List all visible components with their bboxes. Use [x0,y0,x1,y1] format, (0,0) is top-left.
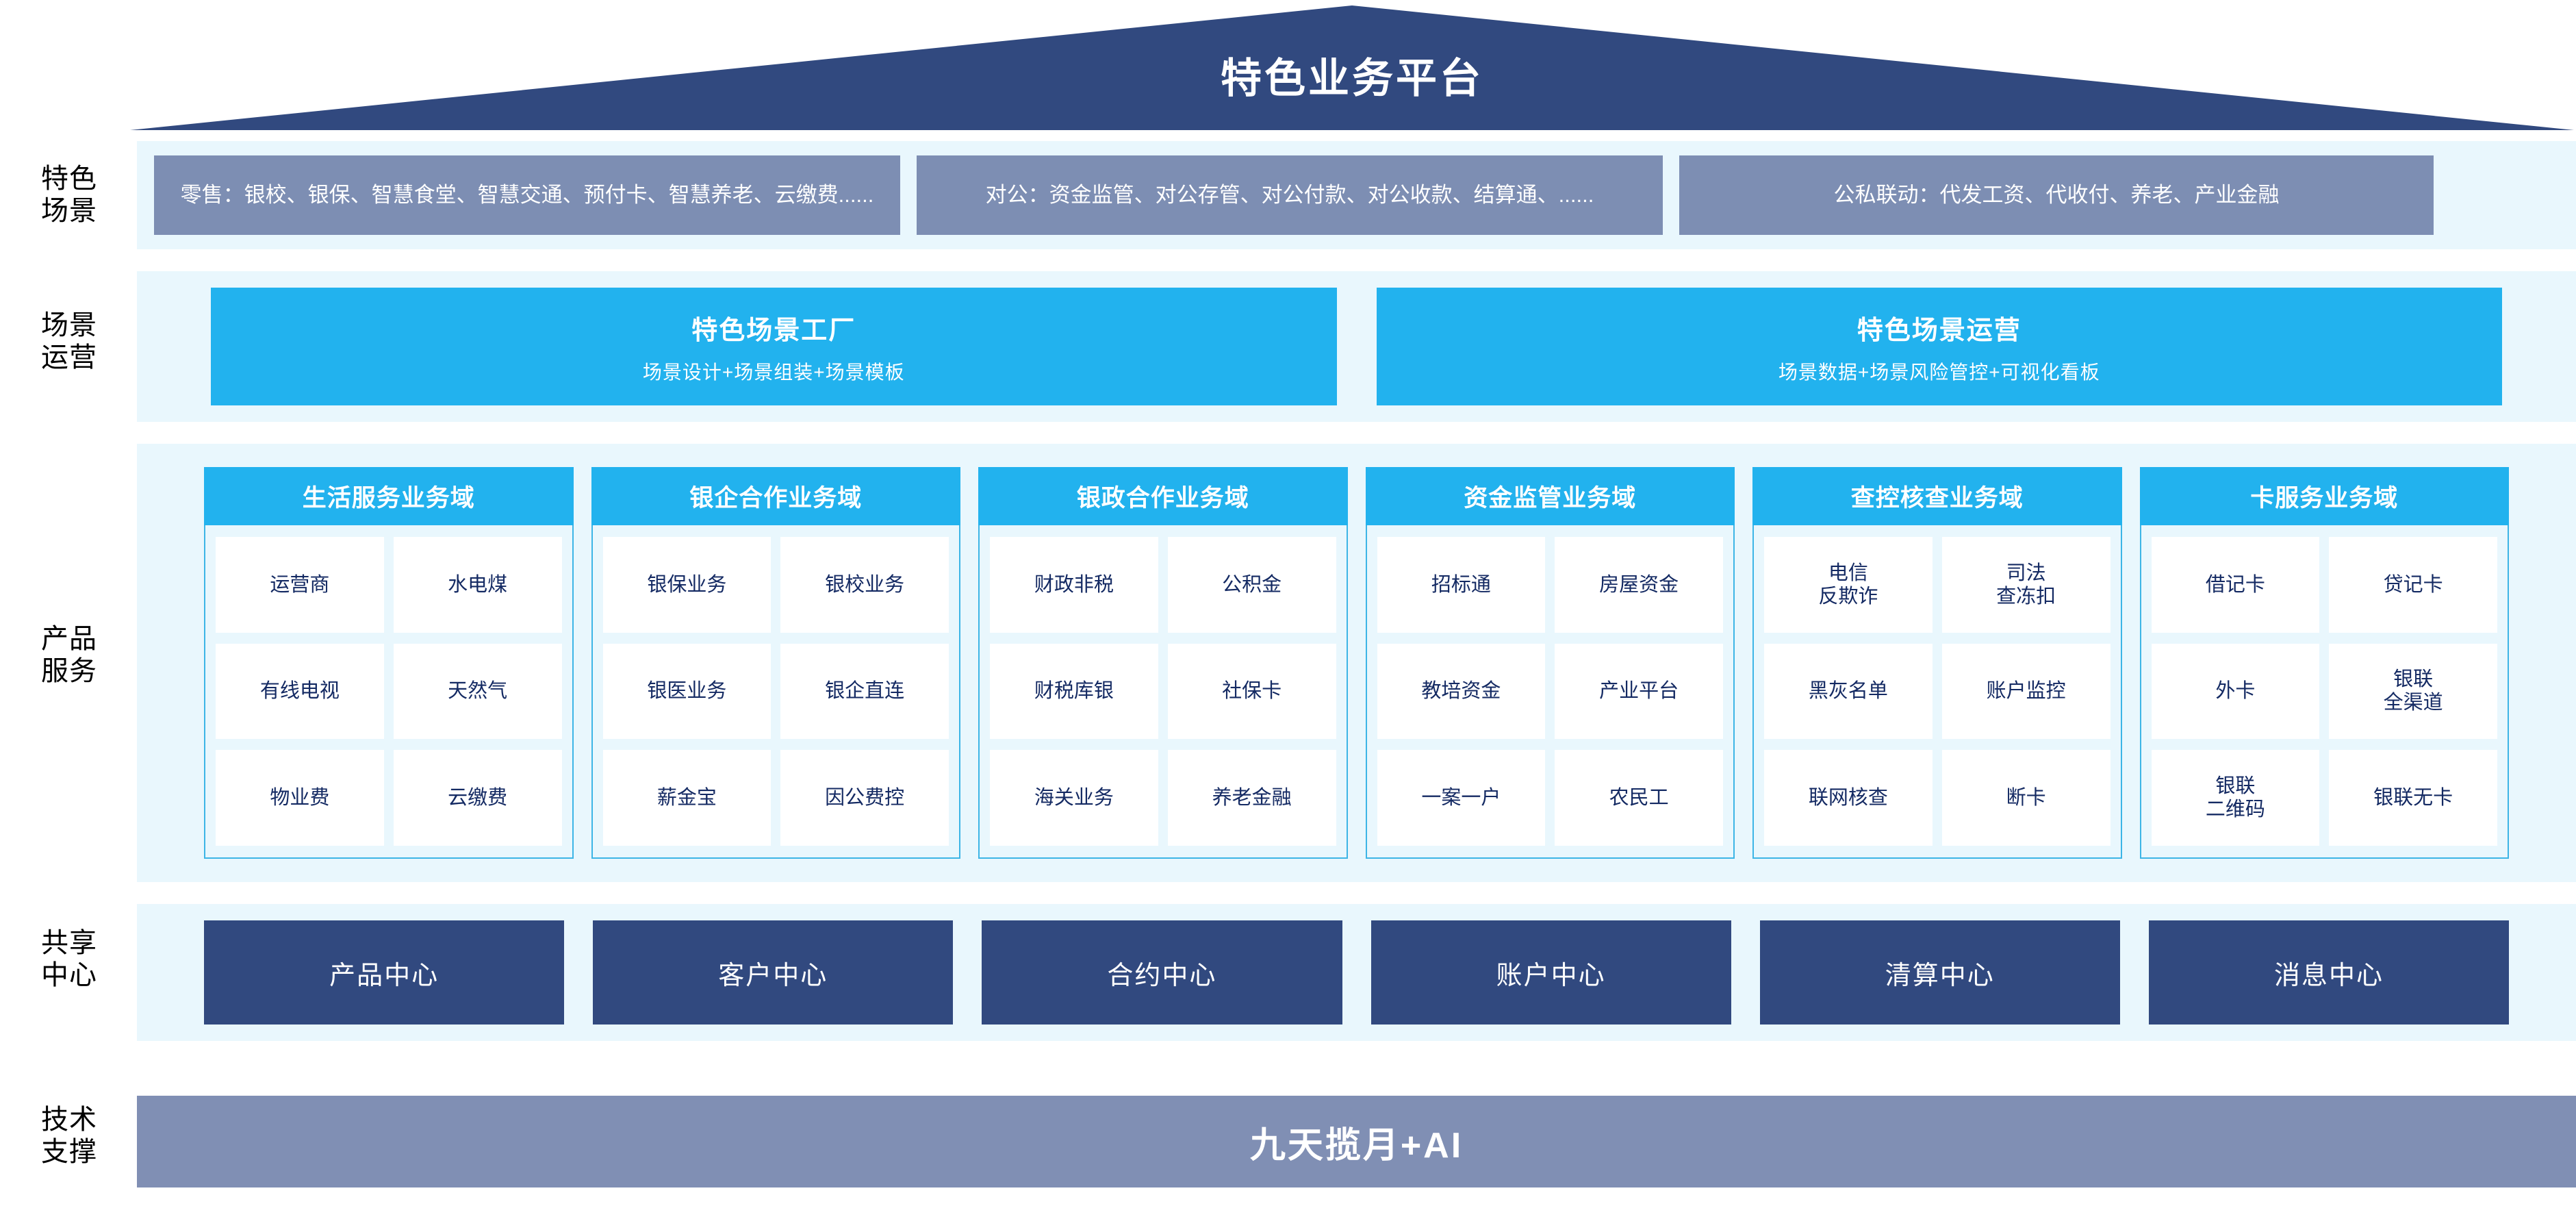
row-label-scenario: 特色 场景 [41,164,97,227]
ops-subtitle: 场景数据+场景风险管控+可视化看板 [1778,361,2100,383]
domain-item[interactable]: 公积金 [1167,537,1336,633]
domain-item[interactable]: 借记卡 [2151,537,2320,633]
product-row: 生活服务业务域 运营商 水电煤 有线电视 天然气 物业费 云缴费 银企合作业务域… [137,444,2576,882]
tech-row: 九天揽月+AI [137,1081,2576,1203]
domain-item[interactable]: 断卡 [1941,750,2110,846]
domain-item-grid: 财政非税 公积金 财税库银 社保卡 海关业务 养老金融 [978,525,1348,859]
domain-item[interactable]: 外卡 [2151,643,2320,740]
domain-item[interactable]: 银医业务 [602,643,771,740]
domain-column-card-service: 卡服务业务域 借记卡 贷记卡 外卡 银联 全渠道 银联 二维码 银联无卡 [2139,467,2509,859]
domain-item[interactable]: 银联无卡 [2329,750,2497,846]
domain-item-grid: 借记卡 贷记卡 外卡 银联 全渠道 银联 二维码 银联无卡 [2139,525,2509,859]
domain-item[interactable]: 银联 二维码 [2151,750,2320,846]
ops-box-scene-operation[interactable]: 特色场景运营 场景数据+场景风险管控+可视化看板 [1376,288,2502,405]
scenario-box-corporate[interactable]: 对公：资金监管、对公存管、对公付款、对公收款、结算通、...... [917,155,1663,235]
domain-item[interactable]: 因公费控 [780,750,949,846]
platform-roof: 特色业务平台 [130,5,2574,130]
domain-column-bank-government: 银政合作业务域 财政非税 公积金 财税库银 社保卡 海关业务 养老金融 [978,467,1348,859]
scenario-box-retail[interactable]: 零售：银校、银保、智慧食堂、智慧交通、预付卡、智慧养老、云缴费...... [154,155,900,235]
domain-item[interactable]: 银联 全渠道 [2329,643,2497,740]
domain-column-investigation: 查控核查业务域 电信 反欺诈 司法 查冻扣 黑灰名单 账户监控 联网核查 断卡 [1752,467,2122,859]
scenario-box-public-private[interactable]: 公私联动：代发工资、代收付、养老、产业金融 [1679,155,2434,235]
domain-item[interactable]: 养老金融 [1167,750,1336,846]
scenario-row: 零售：银校、银保、智慧食堂、智慧交通、预付卡、智慧养老、云缴费...... 对公… [137,141,2576,249]
domain-header[interactable]: 银政合作业务域 [978,467,1348,525]
ops-box-scene-factory[interactable]: 特色场景工厂 场景设计+场景组装+场景模板 [211,288,1337,405]
domain-item[interactable]: 黑灰名单 [1764,643,1933,740]
domain-header[interactable]: 银企合作业务域 [591,467,960,525]
domain-item[interactable]: 财税库银 [990,643,1158,740]
domain-item[interactable]: 招标通 [1377,537,1546,633]
domain-item[interactable]: 一案一户 [1377,750,1546,846]
row-label-operations: 场景 运营 [41,310,97,373]
domain-item[interactable]: 联网核查 [1764,750,1933,846]
row-label-shared: 共享 中心 [41,928,97,991]
domain-header[interactable]: 生活服务业务域 [204,467,574,525]
domain-item[interactable]: 产业平台 [1555,643,1723,740]
ops-title: 特色场景运营 [1857,316,2022,345]
domain-item[interactable]: 电信 反欺诈 [1764,537,1933,633]
domain-item[interactable]: 有线电视 [216,643,384,740]
domain-item[interactable]: 农民工 [1555,750,1723,846]
page-title: 特色业务平台 [1221,55,1483,101]
domain-item[interactable]: 银保业务 [602,537,771,633]
shared-center-contract[interactable]: 合约中心 [982,920,1342,1024]
domain-column-life-service: 生活服务业务域 运营商 水电煤 有线电视 天然气 物业费 云缴费 [204,467,574,859]
operations-row: 特色场景工厂 场景设计+场景组装+场景模板 特色场景运营 场景数据+场景风险管控… [137,271,2576,422]
shared-center-settlement[interactable]: 清算中心 [1759,920,2120,1024]
domain-item[interactable]: 物业费 [216,750,384,846]
domain-item[interactable]: 运营商 [216,537,384,633]
domain-item[interactable]: 天然气 [393,643,562,740]
domain-item[interactable]: 司法 查冻扣 [1941,537,2110,633]
domain-header[interactable]: 查控核查业务域 [1752,467,2122,525]
domain-item[interactable]: 海关业务 [990,750,1158,846]
roof-triangle-shape [130,5,2574,130]
domain-item[interactable]: 社保卡 [1167,643,1336,740]
shared-row: 产品中心 客户中心 合约中心 账户中心 清算中心 消息中心 [137,904,2576,1041]
domain-header[interactable]: 卡服务业务域 [2139,467,2509,525]
domain-item[interactable]: 教培资金 [1377,643,1546,740]
shared-center-customer[interactable]: 客户中心 [593,920,954,1024]
domain-item[interactable]: 薪金宝 [602,750,771,846]
shared-center-message[interactable]: 消息中心 [2148,920,2510,1024]
domain-item[interactable]: 贷记卡 [2329,537,2497,633]
domain-column-bank-enterprise: 银企合作业务域 银保业务 银校业务 银医业务 银企直连 薪金宝 因公费控 [591,467,960,859]
domain-item-grid: 招标通 房屋资金 教培资金 产业平台 一案一户 农民工 [1365,525,1735,859]
domain-header[interactable]: 资金监管业务域 [1365,467,1735,525]
domain-item-grid: 银保业务 银校业务 银医业务 银企直连 薪金宝 因公费控 [591,525,960,859]
domain-item[interactable]: 云缴费 [393,750,562,846]
shared-center-account[interactable]: 账户中心 [1370,920,1731,1024]
domain-item[interactable]: 水电煤 [393,537,562,633]
domain-column-fund-supervision: 资金监管业务域 招标通 房屋资金 教培资金 产业平台 一案一户 农民工 [1365,467,1735,859]
row-label-tech: 技术 支撑 [41,1105,97,1168]
domain-item[interactable]: 银校业务 [780,537,949,633]
domain-item[interactable]: 财政非税 [990,537,1158,633]
row-label-product: 产品 服务 [41,624,97,687]
domain-item-grid: 运营商 水电煤 有线电视 天然气 物业费 云缴费 [204,525,574,859]
ops-subtitle: 场景设计+场景组装+场景模板 [642,361,905,383]
domain-item[interactable]: 账户监控 [1941,643,2110,740]
domain-item[interactable]: 银企直连 [780,643,949,740]
shared-center-product[interactable]: 产品中心 [204,920,565,1024]
domain-item-grid: 电信 反欺诈 司法 查冻扣 黑灰名单 账户监控 联网核查 断卡 [1752,525,2122,859]
ops-title: 特色场景工厂 [691,316,856,345]
tech-support-bar[interactable]: 九天揽月+AI [137,1096,2576,1187]
domain-item[interactable]: 房屋资金 [1555,537,1723,633]
